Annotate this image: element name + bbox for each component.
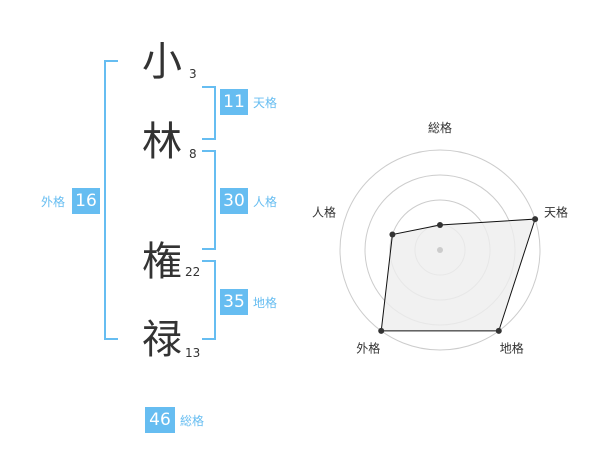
stroke-count-4: 13	[185, 346, 201, 360]
radar-label-soukaku: 総格	[428, 120, 452, 135]
radar-label-gaikaku: 外格	[356, 341, 380, 356]
radar-label-jinkaku: 人格	[312, 204, 336, 219]
radar-grid-ring	[339, 149, 541, 351]
radar-points	[378, 216, 539, 334]
gaikaku-value: 16	[72, 188, 100, 214]
name-char-3: 権	[142, 239, 182, 285]
radar-chart: 総格 天格 地格 外格 人格	[312, 120, 568, 356]
jinkaku-value: 30	[220, 188, 248, 214]
tenkaku-bracket	[202, 86, 216, 140]
radar-point-tenkaku	[532, 216, 539, 223]
name-char-4: 禄	[142, 317, 182, 363]
radar-label-chikaku: 地格	[500, 341, 524, 356]
chikaku-value: 35	[220, 289, 248, 315]
jinkaku-bracket	[202, 150, 216, 250]
radar-area	[380, 218, 536, 332]
stroke-count-3: 22	[185, 265, 201, 279]
gaikaku-label: 外格	[41, 195, 66, 209]
stroke-count-2: 8	[189, 147, 197, 161]
gaikaku-bracket	[104, 60, 118, 340]
chikaku-label: 地格	[253, 296, 278, 310]
radar-point-jinkaku	[389, 231, 396, 238]
name-char-2: 林	[142, 119, 182, 165]
jinkaku-label: 人格	[253, 195, 278, 209]
radar-point-soukaku	[437, 222, 443, 228]
tenkaku-value: 11	[220, 89, 248, 115]
radar-point-chikaku	[495, 327, 502, 334]
stroke-count-1: 3	[189, 67, 197, 81]
radar-label-tenkaku: 天格	[544, 204, 568, 219]
radar-center-dot	[437, 247, 443, 253]
chikaku-bracket	[202, 260, 216, 340]
soukaku-label: 総格	[180, 414, 205, 428]
radar-point-gaikaku	[378, 327, 385, 334]
soukaku-value: 46	[145, 407, 175, 433]
tenkaku-label: 天格	[253, 96, 278, 110]
name-char-1: 小	[142, 39, 182, 85]
